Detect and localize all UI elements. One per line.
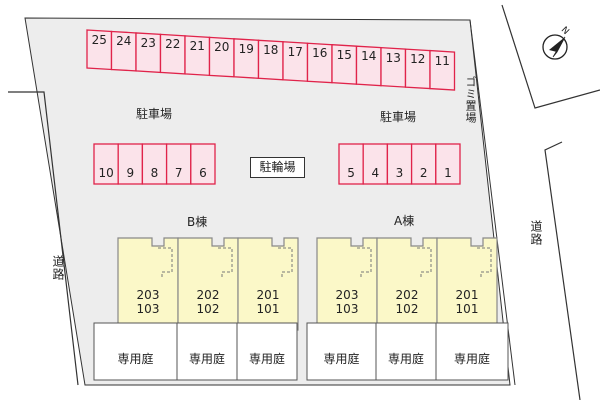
unit-number-lower: 101 bbox=[455, 302, 479, 316]
building_b-unit-3 bbox=[237, 237, 299, 331]
building_b-unit-2 bbox=[177, 237, 239, 331]
bicycle-parking-label: 駐輪場 bbox=[250, 157, 305, 178]
parking-space-label-16: 16 bbox=[312, 46, 328, 61]
parking-space-label-11: 11 bbox=[434, 53, 450, 68]
east-parking-row bbox=[338, 143, 461, 185]
gardens-layer bbox=[93, 322, 509, 381]
unit-number-upper: 201 bbox=[256, 288, 280, 302]
private-garden-6 bbox=[435, 322, 509, 381]
parking-space-11 bbox=[429, 49, 456, 91]
parking-label-east: 駐車場 bbox=[380, 110, 417, 124]
unit-number-upper: 203 bbox=[335, 288, 359, 302]
unit-number-upper: 202 bbox=[395, 288, 419, 302]
parking-space-label-18: 18 bbox=[263, 43, 279, 58]
road-label-west: 道路 bbox=[51, 255, 65, 281]
parking-space-label-15: 15 bbox=[336, 47, 352, 62]
parking-space-5 bbox=[338, 143, 364, 185]
parking-space-label-21: 21 bbox=[189, 38, 205, 53]
building_a-unit-1 bbox=[316, 237, 378, 331]
private-garden-label: 専用庭 bbox=[117, 352, 154, 366]
parking-space-label-22: 22 bbox=[165, 37, 181, 52]
building_b-unit-1 bbox=[117, 237, 179, 331]
building_a-unit-3 bbox=[436, 237, 498, 331]
north-arrow bbox=[542, 34, 568, 60]
north-parking-row bbox=[86, 29, 456, 91]
unit-number-lower: 102 bbox=[395, 302, 419, 316]
buildings-layer bbox=[117, 237, 498, 333]
building-b-label: B棟 bbox=[187, 215, 208, 229]
parking-space-label-5: 5 bbox=[347, 166, 355, 180]
stair-outline bbox=[357, 247, 372, 278]
parking-space-label-12: 12 bbox=[410, 52, 426, 67]
parking-space-3 bbox=[386, 143, 413, 185]
private-garden-5 bbox=[375, 322, 437, 381]
unit-number-upper: 202 bbox=[196, 288, 220, 302]
parking-space-label-6: 6 bbox=[199, 166, 207, 180]
private-garden-label: 専用庭 bbox=[248, 352, 285, 366]
parking-space-label-25: 25 bbox=[91, 33, 107, 47]
parking-space-label-24: 24 bbox=[116, 34, 132, 49]
stair-outline bbox=[477, 247, 492, 278]
parking-space-label-13: 13 bbox=[385, 50, 401, 65]
parking-space-label-1: 1 bbox=[444, 166, 452, 180]
parking-space-7 bbox=[165, 143, 192, 185]
parking-space-label-8: 8 bbox=[150, 166, 159, 180]
parking-space-label-17: 17 bbox=[287, 44, 303, 59]
parking-space-8 bbox=[141, 143, 168, 185]
private-garden-3 bbox=[236, 322, 298, 381]
private-garden-label: 専用庭 bbox=[188, 352, 225, 366]
private-garden-label: 専用庭 bbox=[453, 352, 490, 366]
parking-space-label-9: 9 bbox=[126, 166, 135, 180]
unit-number-lower: 101 bbox=[256, 302, 280, 316]
parking-space-6 bbox=[190, 143, 216, 185]
unit-number-lower: 102 bbox=[196, 302, 220, 316]
road-label-east: 道路 bbox=[529, 220, 543, 246]
unit-number-upper: 203 bbox=[136, 288, 160, 302]
parking-space-label-4: 4 bbox=[371, 166, 380, 180]
parking-space-label-19: 19 bbox=[238, 41, 254, 56]
west-road-line-outer bbox=[8, 91, 79, 386]
private-garden-4 bbox=[306, 322, 377, 381]
building_a-unit-2 bbox=[376, 237, 438, 331]
parking-label-west: 駐車場 bbox=[136, 107, 173, 121]
parking-space-label-14: 14 bbox=[361, 49, 377, 64]
parking-space-label-2: 2 bbox=[419, 166, 428, 180]
parking-space-1 bbox=[435, 143, 461, 185]
unit-number-lower: 103 bbox=[335, 302, 359, 316]
parking-space-label-3: 3 bbox=[395, 166, 404, 180]
stair-outline bbox=[278, 247, 293, 278]
parking-space-4 bbox=[362, 143, 389, 185]
parking-space-10 bbox=[93, 143, 119, 185]
stair-outline bbox=[158, 247, 173, 278]
stair-outline bbox=[417, 247, 432, 278]
parking-space-label-10: 10 bbox=[98, 166, 114, 180]
private-garden-label: 専用庭 bbox=[323, 352, 360, 366]
parking-space-2 bbox=[410, 143, 437, 185]
private-garden-label: 専用庭 bbox=[387, 352, 424, 366]
east-road-line-b bbox=[544, 141, 581, 400]
unit-number-lower: 103 bbox=[136, 302, 160, 316]
unit-number-upper: 201 bbox=[455, 288, 479, 302]
stair-outline bbox=[218, 247, 233, 278]
west-parking-row bbox=[93, 143, 216, 185]
parking-space-label-20: 20 bbox=[214, 40, 230, 55]
east-road-line-a bbox=[501, 4, 600, 109]
parking-space-label-23: 23 bbox=[140, 35, 156, 50]
garbage-area-label: ゴミ置場 bbox=[464, 76, 477, 124]
parking-space-label-7: 7 bbox=[174, 166, 183, 180]
building-a-label: A棟 bbox=[394, 214, 415, 228]
